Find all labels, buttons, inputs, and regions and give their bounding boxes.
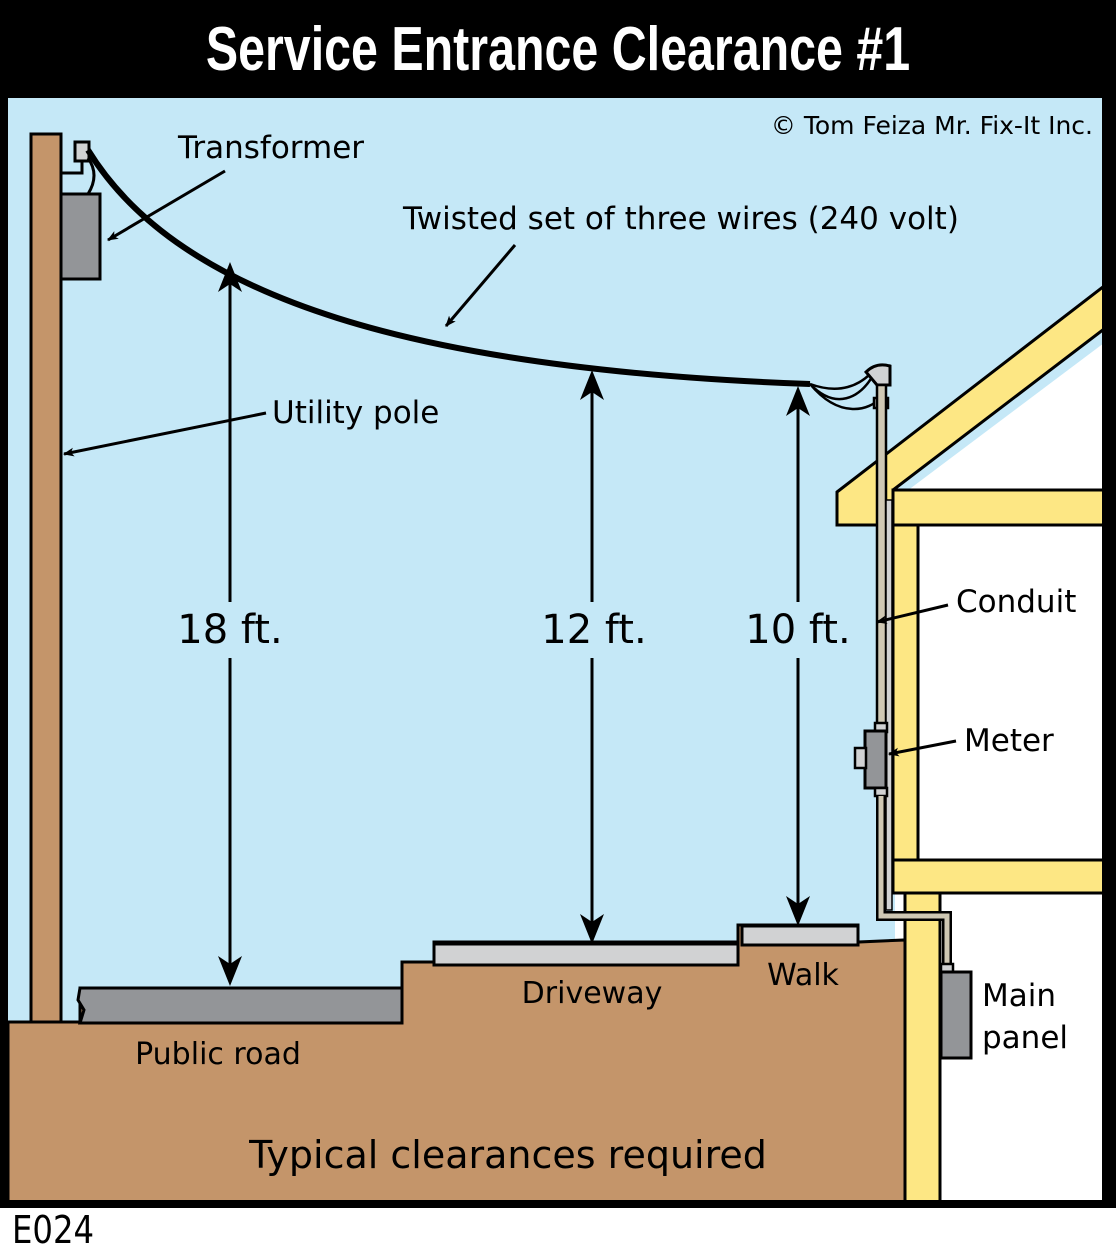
meter-label: Meter [964, 723, 1054, 759]
wires-label: Twisted set of three wires (240 volt) [402, 201, 959, 237]
copyright-text: © Tom Feiza Mr. Fix-It Inc. [771, 111, 1093, 140]
conduit-label: Conduit [956, 584, 1076, 620]
public-road [76, 986, 404, 1025]
main-panel [939, 970, 973, 1060]
clearance-label-road: 18 ft. [177, 607, 282, 653]
conduit-callout-arrow [875, 603, 949, 624]
footer-caption: Typical clearances required [248, 1133, 767, 1177]
meter [863, 729, 888, 790]
wall-stud-lower [903, 891, 942, 1207]
transformer-label: Transformer [177, 130, 364, 166]
utility-pole-label: Utility pole [272, 395, 439, 431]
walk [740, 924, 860, 947]
clearance-label-walk: 10 ft. [745, 607, 850, 653]
weatherhead [863, 363, 892, 387]
transformer-callout-arrow [107, 169, 226, 242]
utility-pole [29, 132, 63, 1024]
transformer [59, 192, 102, 281]
walk-label: Walk [767, 958, 839, 993]
clearance-label-driveway: 12 ft. [541, 607, 646, 653]
floor-joist [891, 858, 1110, 895]
diagram-title: Service Entrance Clearance #1 [205, 14, 911, 84]
service-drop-wire [85, 148, 811, 387]
diagram-code: E024 [12, 1208, 95, 1252]
main-panel-label-line1: Main [982, 978, 1056, 1014]
title-bar [0, 0, 1116, 98]
pole-callout-arrow [62, 411, 267, 457]
public-road-label: Public road [135, 1037, 301, 1072]
service-conduit [875, 383, 888, 727]
main-panel-label-line2: panel [982, 1020, 1068, 1056]
illustration: 18 ft. 12 ft. 10 ft. © Tom Feiza Mr. Fix… [0, 98, 1116, 1208]
wall-stud-upper [891, 523, 920, 862]
transformer-bracket [61, 160, 84, 175]
driveway-label: Driveway [522, 976, 663, 1011]
meter-callout-arrow [887, 739, 957, 757]
driveway [432, 942, 740, 967]
wires-callout-arrow [444, 244, 517, 327]
ceiling-joist [891, 488, 1110, 527]
